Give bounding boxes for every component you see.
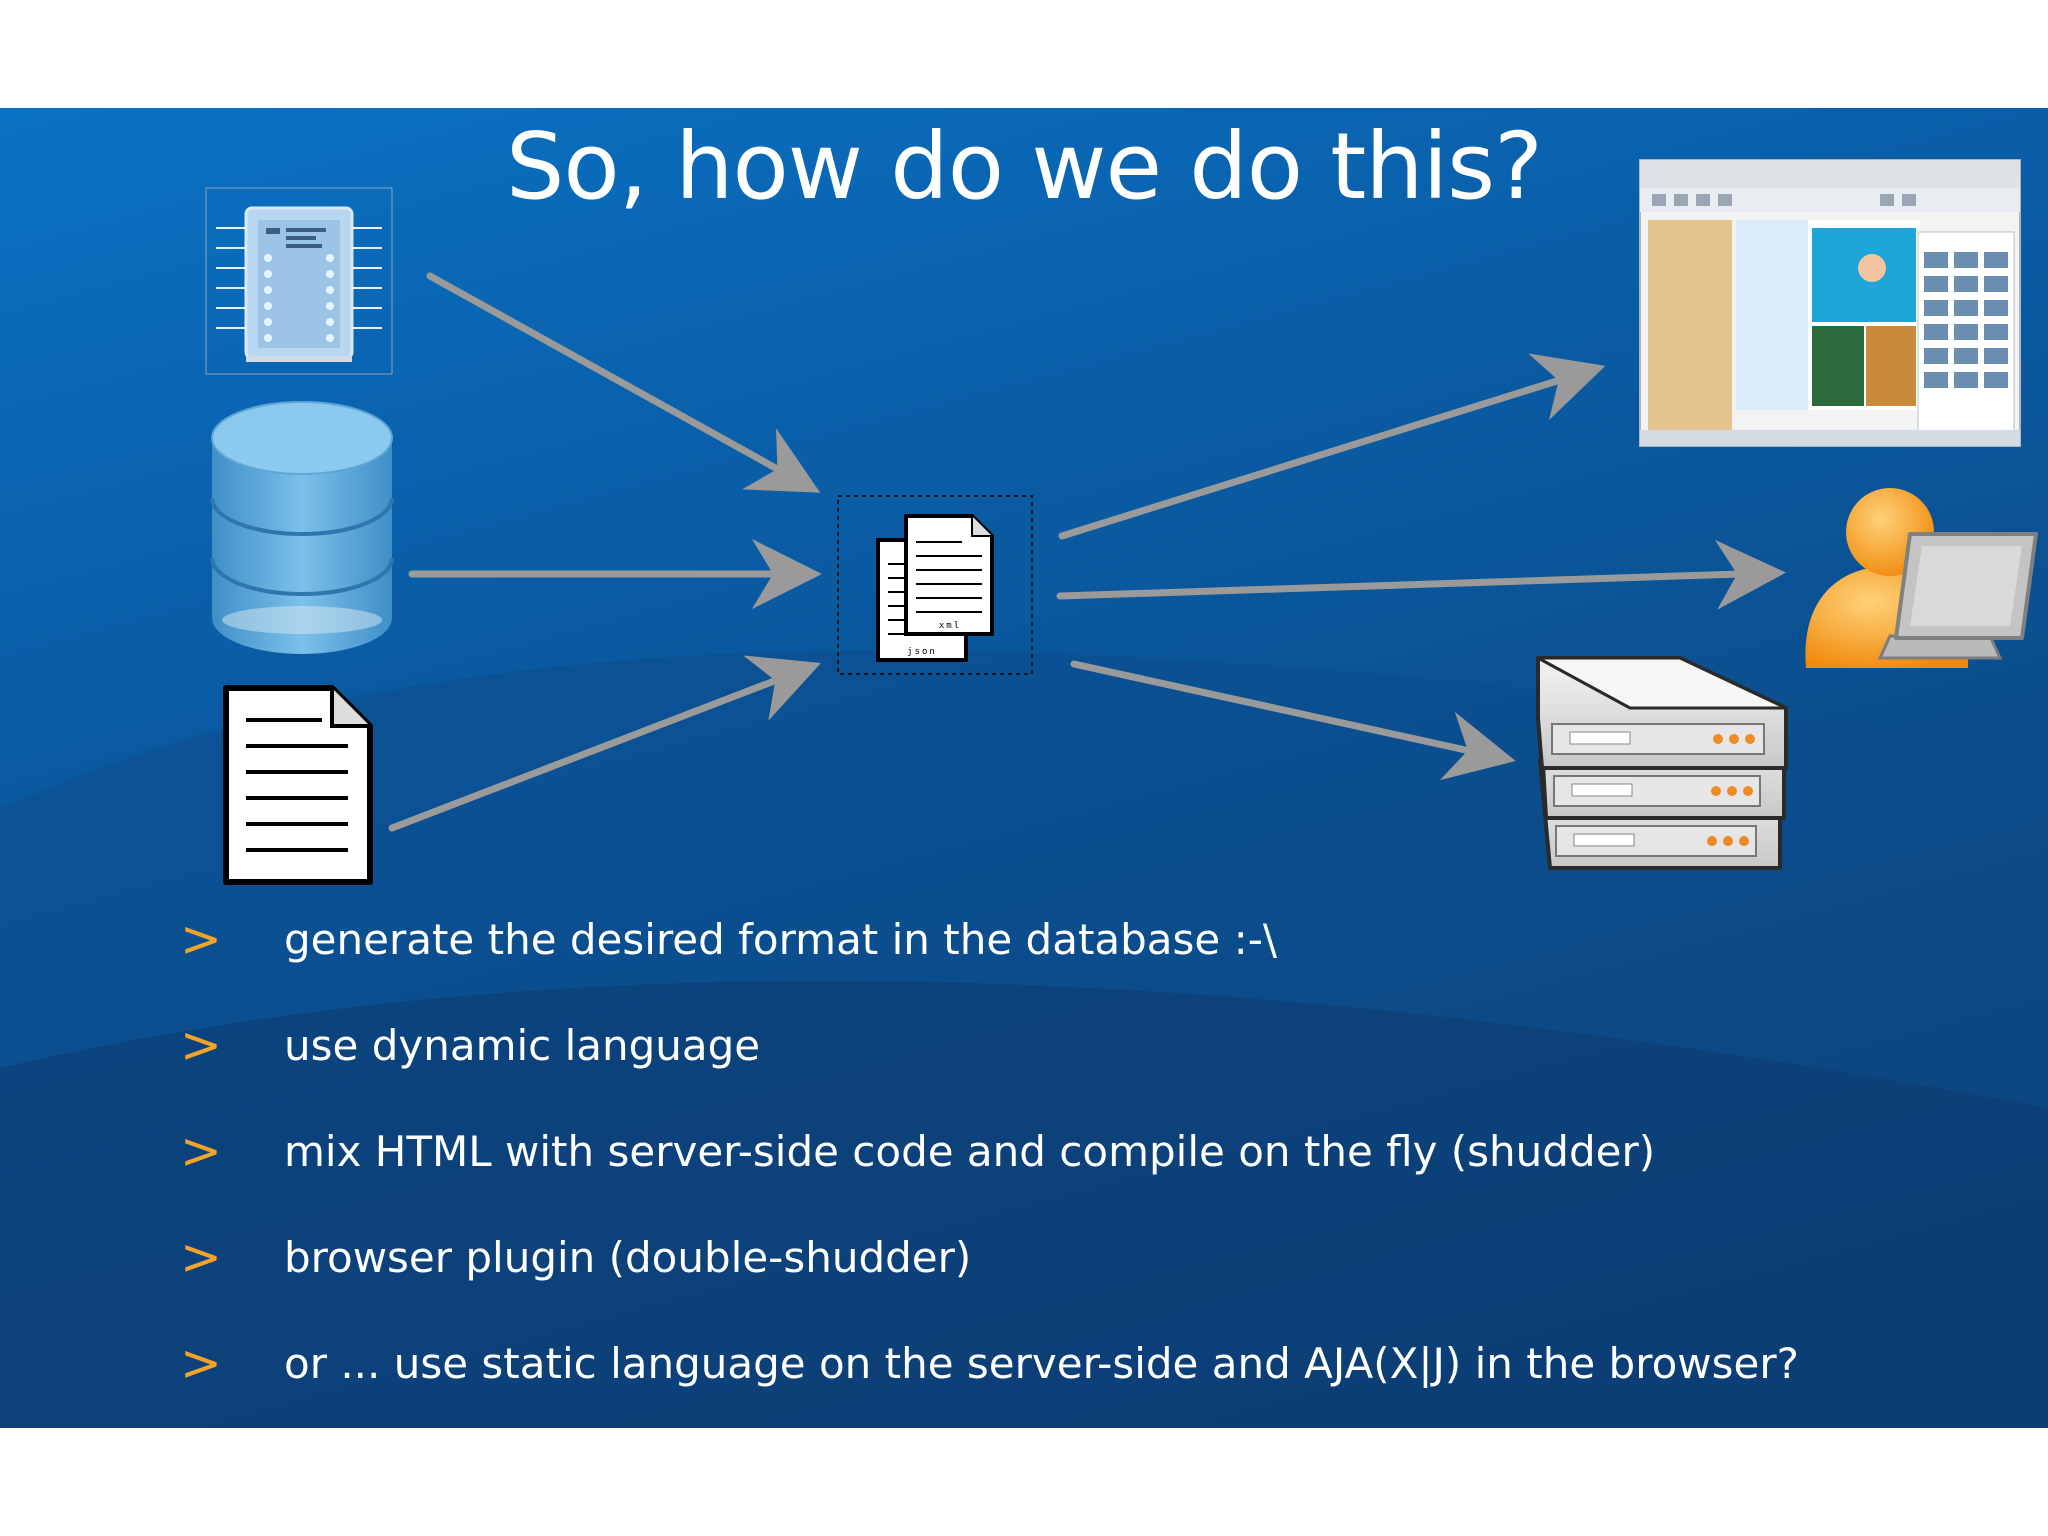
bullet-text: generate the desired format in the datab… — [284, 915, 1278, 964]
bullet-text: mix HTML with server-side code and compi… — [284, 1127, 1656, 1176]
arrows-out — [1056, 353, 1786, 781]
bullet-text: or ... use static language on the server… — [284, 1339, 1799, 1388]
arrow-center-to-window — [1058, 353, 1606, 540]
server-rack-icon — [1536, 656, 1788, 870]
bullet-marker-icon: > — [180, 1016, 222, 1074]
application-window-icon — [1639, 159, 2021, 447]
bullet-marker-icon: > — [180, 1122, 222, 1180]
arrows-in — [388, 272, 822, 832]
json-label: json — [907, 647, 937, 657]
network-device-icon — [205, 187, 393, 375]
slide-title: So, how do we do this? — [506, 113, 1543, 220]
arrow-device-to-center — [426, 272, 821, 493]
arrow-center-to-server — [1070, 660, 1516, 781]
xml-document-icon: xml — [904, 514, 994, 636]
slide: So, how do we do this? — [0, 108, 2048, 1428]
list-item: > browser plugin (double-shudder) — [180, 1226, 1980, 1332]
bullet-marker-icon: > — [180, 910, 222, 968]
xml-label: xml — [939, 621, 961, 631]
list-item: > generate the desired format in the dat… — [180, 908, 1980, 1014]
bullet-text: browser plugin (double-shudder) — [284, 1233, 972, 1282]
json-xml-documents: json xml — [837, 495, 1033, 675]
background-swoosh — [0, 650, 2048, 1428]
user-laptop-icon — [1805, 488, 2038, 668]
server-unit — [1536, 656, 1788, 770]
list-item: > or ... use static language on the serv… — [180, 1332, 1980, 1428]
database-icon — [210, 401, 394, 654]
list-item: > mix HTML with server-side code and com… — [180, 1120, 1980, 1226]
bullet-marker-icon: > — [180, 1334, 222, 1392]
bullet-text: use dynamic language — [284, 1021, 761, 1070]
list-item: > use dynamic language — [180, 1014, 1980, 1120]
bullet-marker-icon: > — [180, 1228, 222, 1286]
arrow-center-to-user — [1056, 539, 1786, 610]
data-flow-diagram: json xml — [205, 159, 2038, 885]
bullet-list: > generate the desired format in the dat… — [180, 908, 1980, 1428]
document-icon — [223, 685, 373, 885]
arrow-document-to-center — [388, 655, 822, 832]
